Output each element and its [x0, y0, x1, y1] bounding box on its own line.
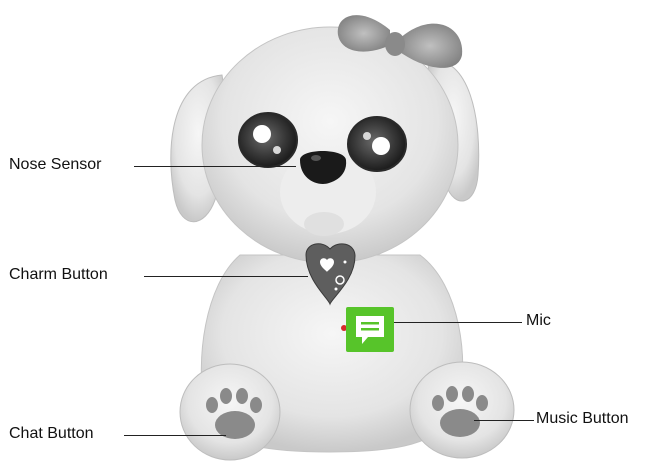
- right-foot: [410, 362, 514, 458]
- music-button-leader: [474, 420, 534, 421]
- chat-button-leader: [124, 435, 226, 436]
- left-foot: [180, 364, 280, 460]
- nose-sensor-label: Nose Sensor: [9, 156, 102, 174]
- chat-button-label: Chat Button: [9, 425, 94, 443]
- right-eye: [348, 117, 406, 171]
- mic-leader: [394, 322, 522, 323]
- music-button-label: Music Button: [536, 410, 628, 428]
- chat-bubble-icon: [346, 307, 394, 352]
- charm-button-leader: [144, 276, 308, 277]
- charm-button-label: Charm Button: [9, 266, 108, 284]
- mic-label: Mic: [526, 312, 551, 330]
- left-eye: [239, 113, 297, 167]
- nose-sensor-leader: [134, 166, 296, 167]
